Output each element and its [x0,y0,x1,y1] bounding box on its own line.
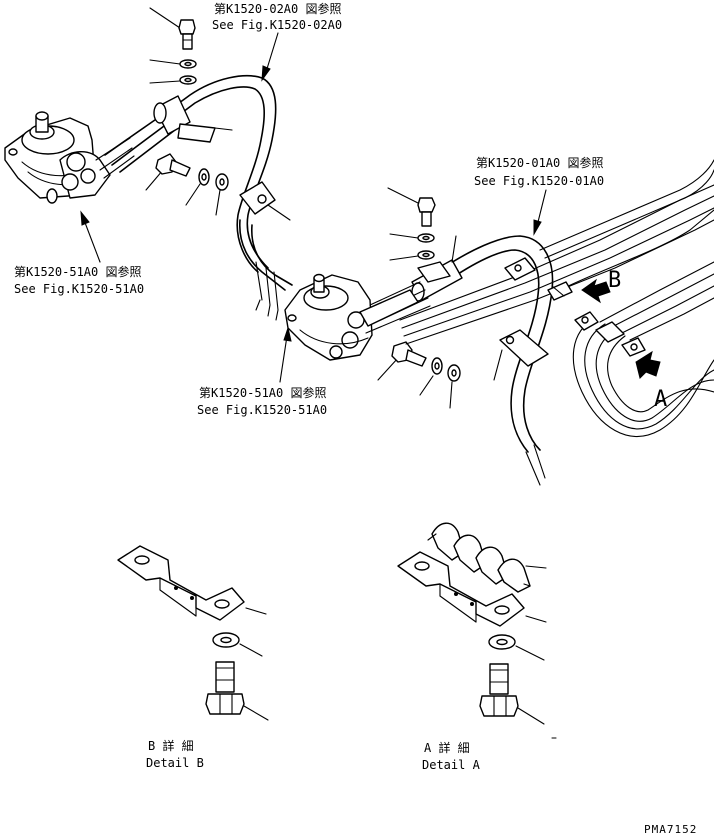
washer-lower-center-1 [419,357,443,396]
detail-a-washer [488,634,545,661]
view-arrow-b: B [581,268,621,304]
clip-upper [153,95,233,143]
detail-a-cushion [427,522,547,593]
clip-mid-left [239,181,291,221]
detail-b-washer [212,632,263,657]
detail-b-bolt [205,661,269,721]
detail-b-en: Detail B [146,756,204,770]
washer-top-2 [149,75,197,85]
harness-center-out [359,281,431,334]
washer-center-1 [389,233,435,243]
bolt-top [149,7,196,50]
ref-k1520-02a0-en: See Fig.K1520-02A0 [212,18,342,32]
ref-k1520-51a0-center-jp: 第K1520-51A0 図参照 [199,385,326,400]
view-arrow-a: A [635,350,667,412]
clip-b-location [504,257,573,301]
detail-a: A 詳 細 Detail A [397,522,557,772]
lever-center [284,273,373,361]
harness-lower-left [239,219,293,321]
detail-b-jp: B 詳 細 [148,738,194,753]
clip-a-location [574,311,646,357]
detail-a-jp: A 詳 細 [424,740,470,755]
lever-left [4,111,135,204]
detail-a-bolt [479,663,545,725]
detail-a-clamp [397,551,547,627]
ref-k1520-51a0-left: 第K1520-51A0 図参照 See Fig.K1520-51A0 [14,264,144,296]
washer-top-1 [149,59,197,69]
washer-center-2 [389,250,435,261]
reference-arrows [80,32,547,383]
ref-k1520-02a0-jp: 第K1520-02A0 図参照 [214,1,341,16]
view-marker-b: B [608,268,621,293]
bolt-lower-center [377,341,427,381]
ref-k1520-51a0-left-en: See Fig.K1520-51A0 [14,282,144,296]
detail-a-en: Detail A [422,758,481,772]
detail-b-clamp [117,545,267,621]
ref-k1520-51a0-left-jp: 第K1520-51A0 図参照 [14,264,141,279]
detail-b: B 詳 細 Detail B [117,545,269,770]
tube-bundle [399,159,714,437]
ref-k1520-01a0: 第K1520-01A0 図参照 See Fig.K1520-01A0 [474,155,604,188]
clip-center [411,235,463,302]
ref-k1520-51a0-center-en: See Fig.K1520-51A0 [197,403,327,417]
bolt-center [387,187,436,227]
ref-k1520-51a0-center: 第K1520-51A0 図参照 See Fig.K1520-51A0 [197,385,327,417]
harness-upper-loop [104,74,277,273]
washer-left-1 [185,168,210,206]
washer-lower-center-2 [447,364,461,409]
washer-left-2 [215,173,229,216]
drawing-number: PMA7152 [644,823,697,836]
ref-k1520-01a0-jp: 第K1520-01A0 図参照 [476,155,603,170]
bolt-left [145,153,191,191]
clip-lower-center [493,329,549,381]
view-marker-a: A [654,387,667,412]
ref-k1520-02a0: 第K1520-02A0 図参照 See Fig.K1520-02A0 [212,1,342,32]
ref-k1520-01a0-en: See Fig.K1520-01A0 [474,174,604,188]
